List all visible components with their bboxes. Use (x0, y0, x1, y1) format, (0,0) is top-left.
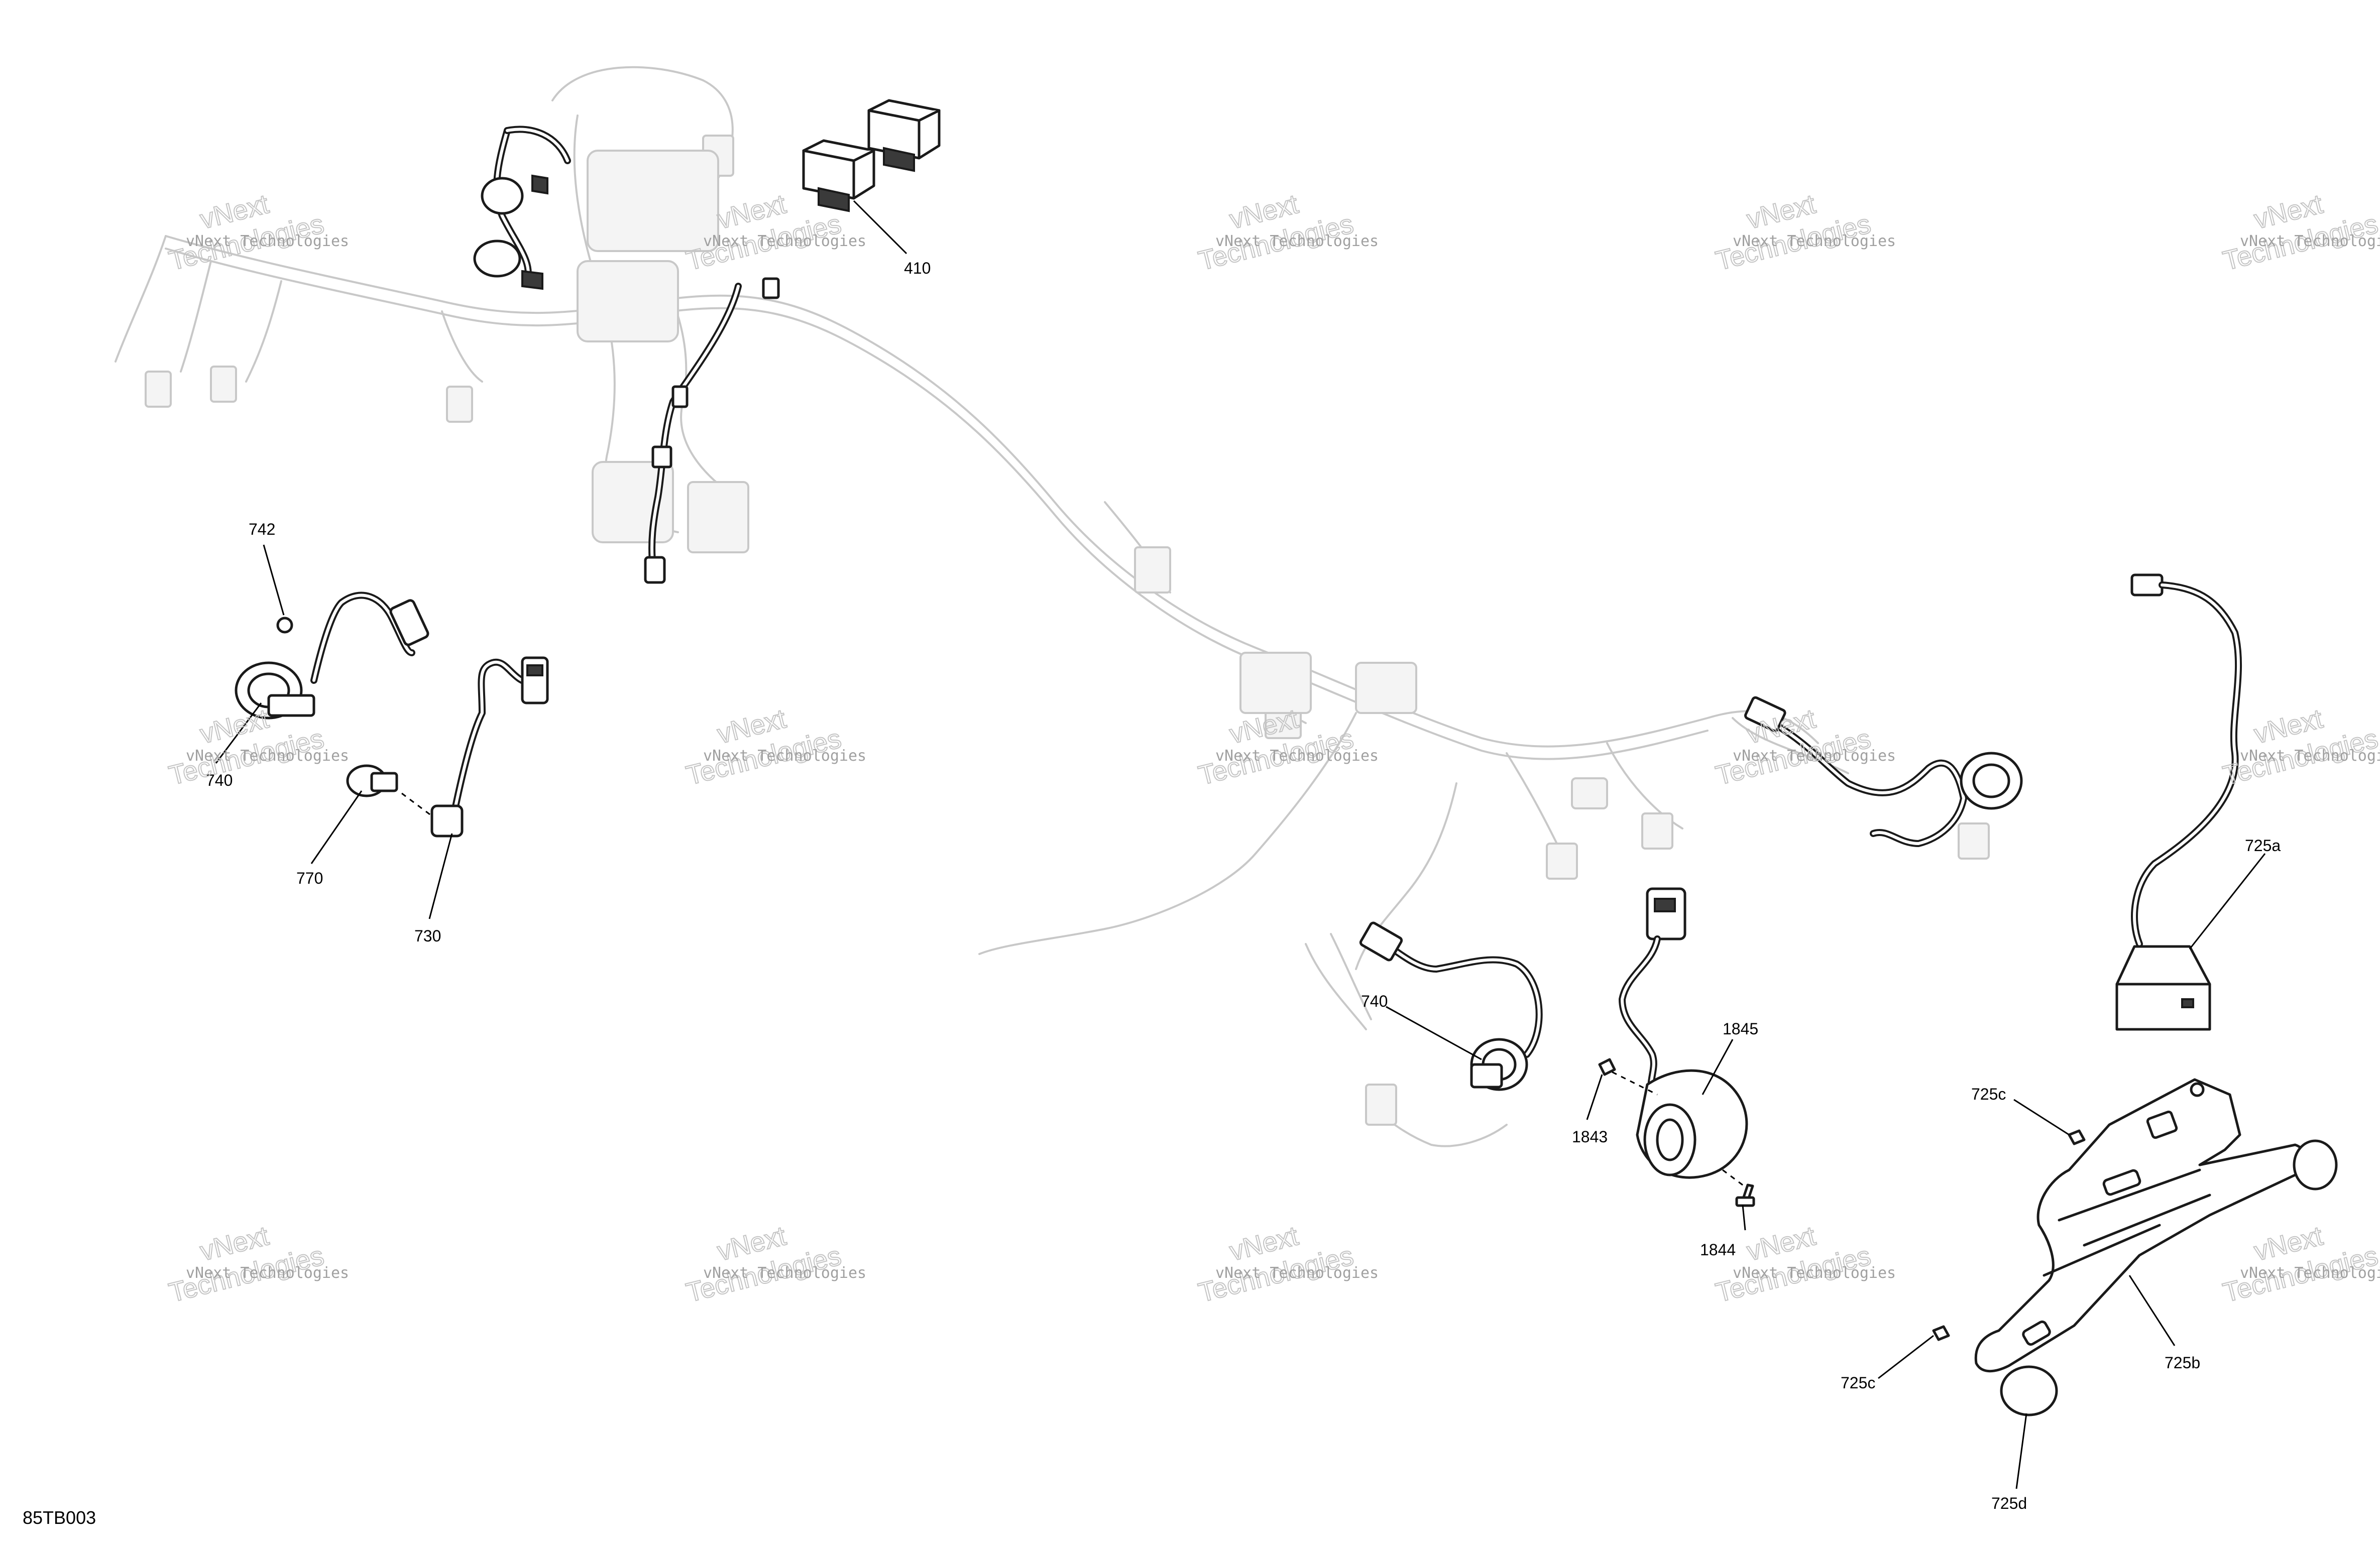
callout-1844: 1844 (1700, 1241, 1736, 1259)
callout-770: 770 (296, 869, 323, 887)
svg-text:vNext Technologies: vNext Technologies (703, 232, 866, 250)
callout-730: 730 (414, 927, 441, 945)
svg-text:vNext Technologies: vNext Technologies (1215, 1264, 1379, 1282)
actuator-1845 (1598, 887, 1755, 1207)
callout-740-lower: 740 (1361, 992, 1388, 1010)
relay-pair (802, 99, 941, 212)
callout-410: 410 (904, 259, 931, 277)
svg-text:vNext Technologies: vNext Technologies (1215, 232, 1379, 250)
callout-1843: 1843 (1572, 1128, 1608, 1146)
callout-740-left: 740 (206, 771, 233, 789)
svg-text:vNext Technologies: vNext Technologies (1733, 1264, 1896, 1282)
svg-text:vNext Technologies: vNext Technologies (703, 1264, 866, 1282)
tail-lamp-725a (2115, 573, 2242, 1031)
svg-text:vNext Technologies: vNext Technologies (1215, 747, 1379, 765)
callout-1845: 1845 (1723, 1020, 1758, 1038)
svg-text:vNext Technologies: vNext Technologies (2240, 1264, 2380, 1282)
svg-text:vNext Technologies: vNext Technologies (703, 747, 866, 765)
callout-725d: 725d (1991, 1494, 2027, 1512)
svg-text:vNext Technologies: vNext Technologies (186, 747, 349, 765)
callout-725c-lower: 725c (1841, 1374, 1875, 1392)
right-harness-sensor (1744, 696, 2023, 847)
svg-text:vNext Technologies: vNext Technologies (2240, 747, 2380, 765)
callout-742: 742 (249, 520, 275, 538)
upper-harness-detail (473, 126, 780, 584)
leader-lines (215, 200, 2266, 1489)
svg-text:vNext Technologies: vNext Technologies (186, 1264, 349, 1282)
left-sensor-assembly (235, 591, 549, 838)
diagram-reference-code: 85TB003 (23, 1507, 96, 1528)
callout-labels: 410 742 740 770 730 740 1845 1843 1844 7… (206, 259, 2281, 1512)
lower-740-sensor (1359, 921, 1543, 1091)
callout-725c-upper: 725c (1971, 1085, 2006, 1103)
svg-text:vNext Technologies: vNext Technologies (186, 232, 349, 250)
svg-text:vNext Technologies: vNext Technologies (1733, 747, 1896, 765)
callout-725b: 725b (2165, 1354, 2200, 1372)
main-wiring-harness (115, 66, 1990, 1147)
svg-text:vNext Technologies: vNext Technologies (1733, 232, 1896, 250)
callout-725a: 725a (2245, 837, 2281, 855)
license-bracket-725b (1932, 1078, 2338, 1416)
svg-text:vNext Technologies: vNext Technologies (2240, 232, 2380, 250)
